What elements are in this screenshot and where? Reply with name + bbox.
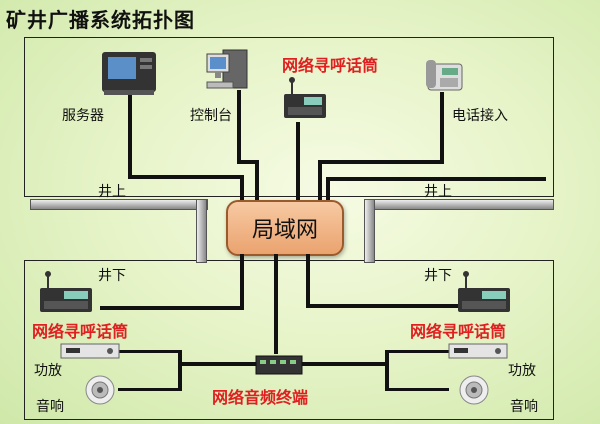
above-ground-zone: [24, 37, 554, 197]
right-shaft: [364, 199, 375, 263]
cable-terminal: [274, 254, 278, 354]
amplifier-right-label: 功放: [508, 363, 536, 379]
cable-term-left-v: [178, 350, 182, 390]
phone-icon: [426, 60, 463, 91]
lan-node: 局域网: [226, 200, 344, 256]
above-right-label: 井上: [424, 184, 452, 200]
pager-left-icon: [40, 271, 92, 312]
speaker-right-label: 音响: [510, 399, 538, 415]
cable-server-v2: [240, 175, 244, 205]
cable-phone-h: [318, 160, 444, 164]
speaker-right-icon: [459, 375, 489, 405]
diagram-title: 矿井广播系统拓扑图: [6, 8, 195, 32]
pager-top-icon: [284, 77, 326, 118]
cable-below-left: [240, 254, 244, 308]
server-icon: [102, 52, 156, 95]
cable-right-v: [326, 177, 330, 205]
cable-term-left-a: [118, 350, 182, 353]
cable-phone: [440, 92, 444, 162]
cable-right-h: [326, 177, 546, 181]
speaker-left-label: 音响: [36, 399, 64, 415]
console-label: 控制台: [190, 108, 232, 124]
above-left-beam: [30, 199, 208, 210]
cable-below-right-h: [306, 304, 474, 308]
cable-term-right-v: [385, 350, 389, 390]
pager-right-label: 网络寻呼话筒: [410, 322, 507, 341]
amplifier-right-icon: [448, 343, 508, 359]
cable-console: [237, 90, 241, 162]
audio-terminal-label: 网络音频终端: [212, 388, 309, 407]
cable-term-right-a: [385, 350, 449, 353]
pager-top-label: 网络寻呼话筒: [282, 56, 379, 75]
console-icon: [206, 49, 248, 89]
pager-right-icon: [458, 271, 510, 312]
cable-term-left-s: [118, 388, 182, 391]
cable-term-left: [178, 362, 260, 366]
underground-zone: [24, 260, 554, 420]
server-label: 服务器: [62, 108, 104, 124]
below-right-label: 井下: [424, 268, 452, 284]
cable-below-left-h: [100, 306, 244, 310]
cable-below-right: [306, 254, 310, 306]
cable-server-h: [128, 175, 242, 179]
above-left-label: 井上: [98, 184, 126, 200]
cable-server: [128, 95, 132, 177]
below-left-label: 井下: [98, 268, 126, 284]
cable-term-right: [300, 362, 388, 366]
phone-label: 电话接入: [452, 108, 508, 124]
audio-terminal-icon: [255, 355, 303, 375]
amplifier-left-icon: [60, 343, 120, 359]
speaker-left-icon: [85, 375, 115, 405]
above-right-beam: [364, 199, 554, 210]
amplifier-left-label: 功放: [34, 363, 62, 379]
cable-phone-v2: [318, 160, 322, 204]
left-shaft: [196, 199, 207, 263]
cable-term-right-s: [385, 388, 449, 391]
cable-console-v2: [255, 160, 259, 204]
cable-pager-top: [296, 122, 300, 204]
pager-left-label: 网络寻呼话筒: [32, 322, 129, 341]
cable-console-h: [237, 160, 257, 164]
